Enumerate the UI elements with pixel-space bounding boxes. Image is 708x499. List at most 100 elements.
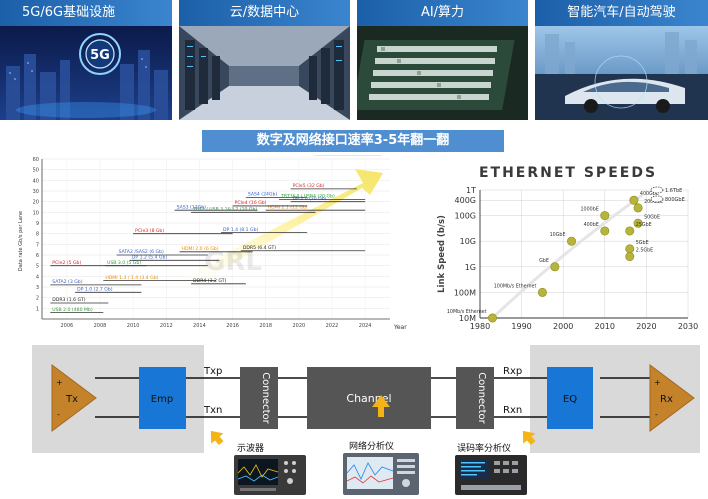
banner-auto-title: 智能汽车/自动驾驶 — [535, 0, 708, 26]
legend-1-6tbe-marker — [650, 186, 664, 194]
eth-y-tick: 10M — [459, 314, 476, 323]
eth-point-label: 10GbE — [550, 232, 566, 238]
eth-point-label: 10Mb/s Ethernet — [447, 309, 487, 315]
tx-plus: + — [56, 378, 63, 387]
eth-point-label: 2.5GbE — [636, 248, 653, 254]
y-tick-label: 8 — [36, 232, 39, 238]
connector-right-label: Connector — [476, 372, 487, 424]
series-label: USB 3.0 (5 Gb) — [107, 260, 141, 266]
x-tick-label: 2022 — [326, 323, 339, 329]
eth-y-tick: 100M — [454, 288, 476, 297]
emp-block — [139, 367, 186, 429]
eth-point-label: 25GbE — [636, 222, 652, 228]
auto-driving-image — [535, 26, 708, 120]
y-tick-label: 60 — [33, 157, 39, 163]
series-label: TBT2 / USB 3.1&3.2 (10 Gb) — [192, 207, 257, 213]
connector-left-block — [240, 367, 278, 429]
banner-5g-title: 5G/6G基础设施 — [0, 0, 172, 26]
banner-auto: 智能汽车/自动驾驶 — [535, 0, 708, 120]
series-label: DP 2.0 (20 Gb) — [293, 196, 327, 202]
series-label: SATA2 (3 Gb) — [52, 279, 82, 285]
eth-point-label: 200GbE — [644, 199, 663, 205]
eth-point — [633, 218, 643, 228]
eth-y-tick: 100G — [455, 212, 476, 221]
eth-point-label: 5GbE — [636, 240, 649, 246]
legend-800gbe: 800GbE — [665, 197, 685, 203]
chart-axes — [41, 159, 390, 320]
ethernet-axes — [479, 190, 688, 319]
probe-arrow-bert — [522, 430, 536, 446]
tx-label: Tx — [65, 394, 78, 405]
eth-point — [633, 203, 643, 213]
y-tick-label: 1 — [36, 306, 39, 312]
ai-board-image — [357, 26, 528, 120]
banner-ai-title: AI/算力 — [357, 0, 528, 26]
series-label: HDMI 2.0 (6 Gb) — [182, 246, 219, 252]
5g-city-image: 5G — [0, 26, 172, 120]
series-label: USB 2.0 (480 Mb) — [52, 307, 93, 313]
banner-datacenter-title: 云/数据中心 — [179, 0, 350, 26]
chart-xlabel: Year — [393, 324, 407, 331]
datacenter-image — [179, 26, 350, 120]
eth-point — [600, 226, 610, 236]
series-label: DP 1.0 (2.7 Gb) — [77, 287, 113, 293]
series-label: HDMI 2.1 (12 Gb) — [268, 204, 308, 210]
eth-y-tick: 400G — [455, 196, 476, 205]
eth-point-label: 1000bE — [581, 207, 599, 213]
oscilloscope-image — [234, 455, 306, 495]
x-tick-label: 2006 — [60, 323, 73, 329]
y-tick-label: 10 — [33, 210, 39, 216]
section-title: 数字及网络接口速率3-5年翻一翻 — [202, 130, 504, 152]
network-analyzer-label: 网络分析仪 — [349, 440, 394, 452]
eth-point — [625, 244, 635, 254]
eq-block — [547, 367, 593, 429]
x-tick-label: 2010 — [127, 323, 140, 329]
txn-label: Txn — [203, 405, 222, 416]
ethernet-ylabel: Link Speed (b/s) — [437, 215, 447, 293]
rxn-label: Rxn — [503, 405, 522, 416]
connector-left-label: Connector — [260, 372, 271, 424]
series-label: TBT3&4 / USB4 (20 Gb) — [280, 194, 335, 200]
probe-arrow-scope — [210, 430, 224, 446]
x-tick-label: 2012 — [160, 323, 173, 329]
eth-x-tick: 2000 — [553, 322, 573, 331]
eth-x-tick: 2010 — [595, 322, 615, 331]
eth-y-tick: 1G — [465, 263, 476, 272]
legend-1-6tbe: 1.6TbE — [665, 188, 682, 194]
y-tick-label: 2 — [36, 296, 39, 302]
eth-point — [625, 252, 635, 262]
series-label: SATA2 /SAS2 (6 Gb) — [119, 249, 164, 255]
series-label: PCIe5 (32 Gb) — [293, 183, 325, 189]
eth-x-tick: 1980 — [470, 322, 490, 331]
banner-ai: AI/算力 — [357, 0, 528, 120]
oscilloscope-label: 示波器 — [237, 442, 264, 454]
x-tick-label: 2016 — [226, 323, 239, 329]
channel-block — [307, 367, 431, 429]
bert-label: 误码率分析仪 — [457, 442, 511, 454]
series-label: DDR5 (6.4 GT) — [243, 245, 276, 251]
y-tick-label: 5 — [36, 264, 39, 270]
eth-point — [567, 236, 577, 246]
y-tick-label: 20 — [33, 200, 39, 206]
x-tick-label: 2014 — [193, 323, 206, 329]
series-label: PCIe3 (8 Gb) — [135, 228, 164, 234]
eth-point-label: 100Mb/s Ethernet — [494, 283, 537, 289]
tx-minus: - — [57, 410, 60, 419]
eth-x-tick: 2020 — [636, 322, 656, 331]
chart-gridlines — [42, 158, 390, 319]
y-tick-label: 40 — [33, 178, 39, 184]
connector-right-block — [456, 367, 494, 429]
x-tick-label: 2020 — [292, 323, 305, 329]
bert-image — [455, 455, 527, 495]
eth-point — [629, 195, 639, 205]
chart-series: USB 2.0 (480 Mb)DDR3 (1.6 GT)DP 1.0 (2.7… — [50, 155, 382, 314]
tx-amplifier — [51, 364, 97, 432]
ethernet-trend — [491, 193, 644, 320]
probe-arrow-vna — [372, 395, 390, 417]
series-label: DDR4 (3.2 GT) — [193, 278, 226, 284]
